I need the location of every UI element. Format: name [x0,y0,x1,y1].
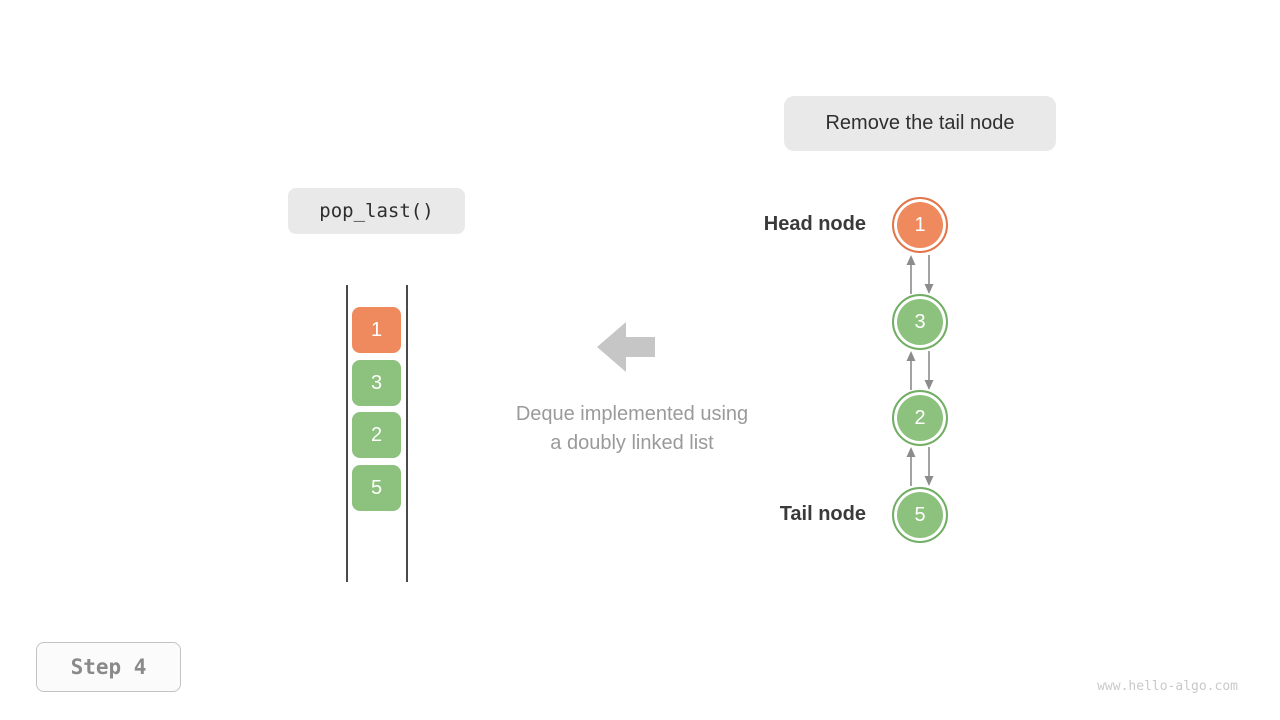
list-node-value: 5 [914,503,926,526]
operation-label-box: pop_last() [288,188,465,234]
double-arrow-icon [902,446,938,487]
array-cell: 2 [352,412,401,458]
step-indicator-label: Step 4 [70,655,147,679]
remove-tail-callout: Remove the tail node [784,96,1056,151]
remove-tail-callout-label: Remove the tail node [825,112,1015,134]
list-node-value: 1 [914,213,926,236]
tail-node-label: Tail node [779,503,866,525]
list-node: 5 [892,487,948,543]
array-cell: 5 [352,465,401,511]
list-node: 3 [892,294,948,350]
head-node-label: Head node [763,213,866,235]
left-arrow-icon [597,319,655,381]
array-container-right-line [406,285,408,582]
array-cell-value: 1 [370,318,383,341]
array-cell: 3 [352,360,401,406]
caption-line-1: Deque implemented using [515,403,749,425]
double-arrow-icon [902,254,938,295]
site-watermark: www.hello-algo.com [1097,679,1238,694]
step-indicator: Step 4 [36,642,181,692]
array-cell-value: 3 [370,371,383,394]
double-arrow-icon [902,350,938,391]
operation-label: pop_last() [319,200,434,222]
array-cell: 1 [352,307,401,353]
list-node: 2 [892,390,948,446]
caption: Deque implemented using a doubly linked … [472,400,792,458]
array-cell-value: 5 [370,476,383,499]
list-node: 1 [892,197,948,253]
list-node-value: 3 [914,310,926,333]
array-cell-value: 2 [370,423,383,446]
list-node-value: 2 [914,406,926,429]
array-container-left-line [346,285,348,582]
caption-line-2: a doubly linked list [550,432,714,454]
